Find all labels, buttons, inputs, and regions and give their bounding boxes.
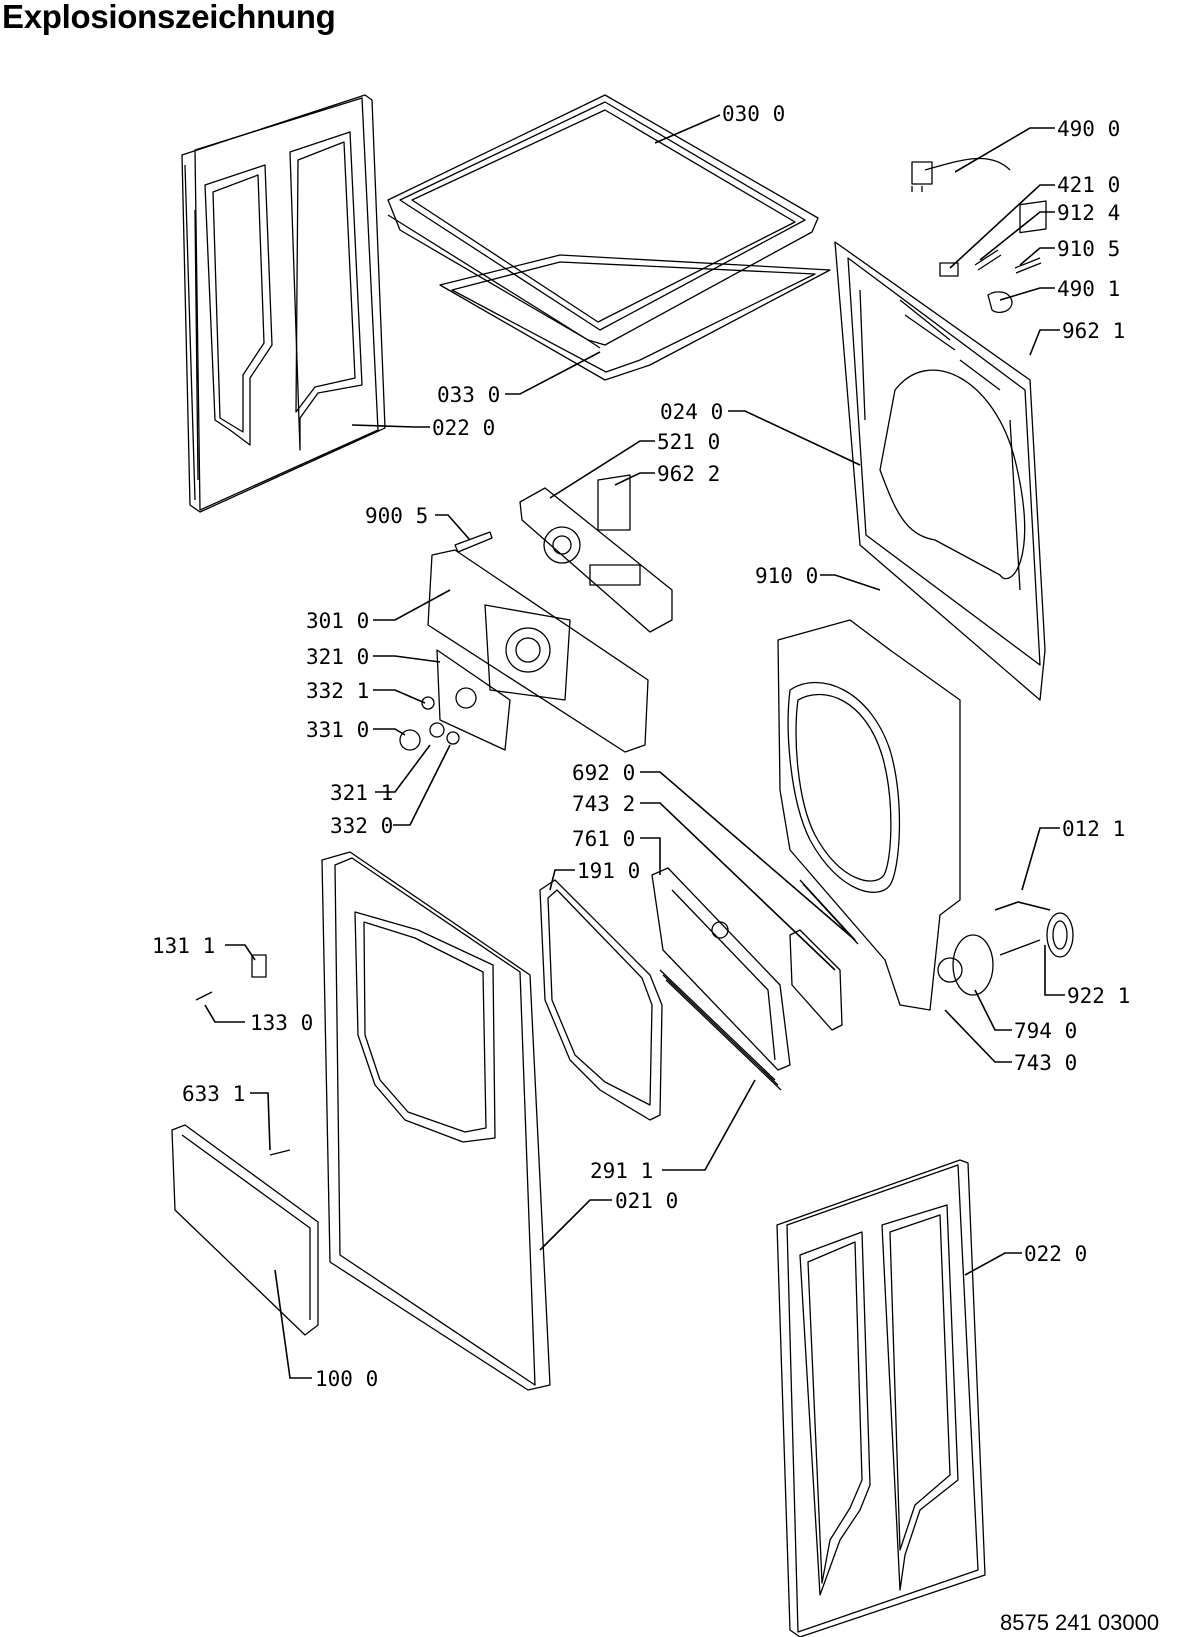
filter-mesh-2911 <box>659 969 782 1091</box>
part-label-291-1: 291 1 <box>590 1159 653 1183</box>
part-label-421-0: 421 0 <box>1057 173 1120 197</box>
label-sticker-9622 <box>597 474 631 531</box>
latch-screw-1330 <box>195 991 213 1001</box>
part-label-912-4: 912 4 <box>1057 201 1120 225</box>
part-label-321-0: 321 0 <box>306 645 369 669</box>
filter-plate-7432 <box>789 929 843 1031</box>
door-flap <box>171 1124 319 1336</box>
bearing-9221 <box>999 912 1074 958</box>
leader-lines <box>204 114 1065 1379</box>
fascia-3210 <box>436 649 511 751</box>
side-panel-left <box>181 94 386 513</box>
screw-9124 <box>974 249 1002 271</box>
page-title: Explosionszeichnung <box>2 0 336 35</box>
top-cover <box>387 94 819 349</box>
part-label-962-2: 962 2 <box>657 462 720 486</box>
side-panel-right <box>776 1159 986 1637</box>
part-label-133-0: 133 0 <box>250 1011 313 1035</box>
switch-9005 <box>454 531 493 553</box>
part-label-794-0: 794 0 <box>1014 1019 1077 1043</box>
part-label-922-1: 922 1 <box>1067 984 1130 1008</box>
part-label-490-1: 490 1 <box>1057 277 1120 301</box>
filter-9621 <box>1019 200 1047 234</box>
hinge-pin-6331 <box>269 1149 291 1156</box>
part-label-521-0: 521 0 <box>657 430 720 454</box>
part-label-024-0: 024 0 <box>660 400 723 424</box>
part-label-900-5: 900 5 <box>365 504 428 528</box>
part-label-743-2: 743 2 <box>572 792 635 816</box>
part-label-332-1: 332 1 <box>306 679 369 703</box>
screw-9105 <box>1014 257 1042 274</box>
part-label-332-0: 332 0 <box>330 814 393 838</box>
part-label-910-0: 910 0 <box>755 564 818 588</box>
part-label-761-0: 761 0 <box>572 827 635 851</box>
part-label-100-0: 100 0 <box>315 1367 378 1391</box>
part-label-191-0: 191 0 <box>577 859 640 883</box>
part-label-910-5: 910 5 <box>1057 237 1120 261</box>
part-label-301-0: 301 0 <box>306 609 369 633</box>
top-cover-underplate <box>439 254 831 381</box>
part-label-331-0: 331 0 <box>306 718 369 742</box>
part-label-022-0-top: 022 0 <box>432 416 495 440</box>
drum-front-frame <box>777 619 963 1011</box>
rear-panel <box>834 241 1046 701</box>
document-number: 8575 241 03000 <box>1000 1610 1160 1635</box>
part-label-962-1: 962 1 <box>1062 319 1125 343</box>
lint-filter <box>651 867 791 1071</box>
part-label-021-0: 021 0 <box>615 1189 678 1213</box>
control-circuit-board <box>519 487 673 633</box>
rear-gasket-7940 <box>952 934 994 996</box>
part-label-030-0: 030 0 <box>722 102 785 126</box>
control-panel <box>427 549 649 753</box>
knob-3310 <box>399 696 460 751</box>
strain-relief-4210 <box>939 262 959 277</box>
power-cord <box>911 157 1011 192</box>
part-label-022-0-bottom: 022 0 <box>1024 1242 1087 1266</box>
part-label-692-0: 692 0 <box>572 761 635 785</box>
part-label-633-1: 633 1 <box>182 1082 245 1106</box>
part-label-490-0: 490 0 <box>1057 117 1120 141</box>
part-label-033-0: 033 0 <box>437 383 500 407</box>
part-label-012-1: 012 1 <box>1062 817 1125 841</box>
door-seal <box>539 879 663 1121</box>
door-latch-1311 <box>251 954 267 978</box>
part-label-743-0: 743 0 <box>1014 1051 1077 1075</box>
part-label-321-1: 321 1 <box>330 781 393 805</box>
connector-4901 <box>987 291 1013 313</box>
part-label-131-1: 131 1 <box>152 934 215 958</box>
front-panel <box>321 851 551 1391</box>
